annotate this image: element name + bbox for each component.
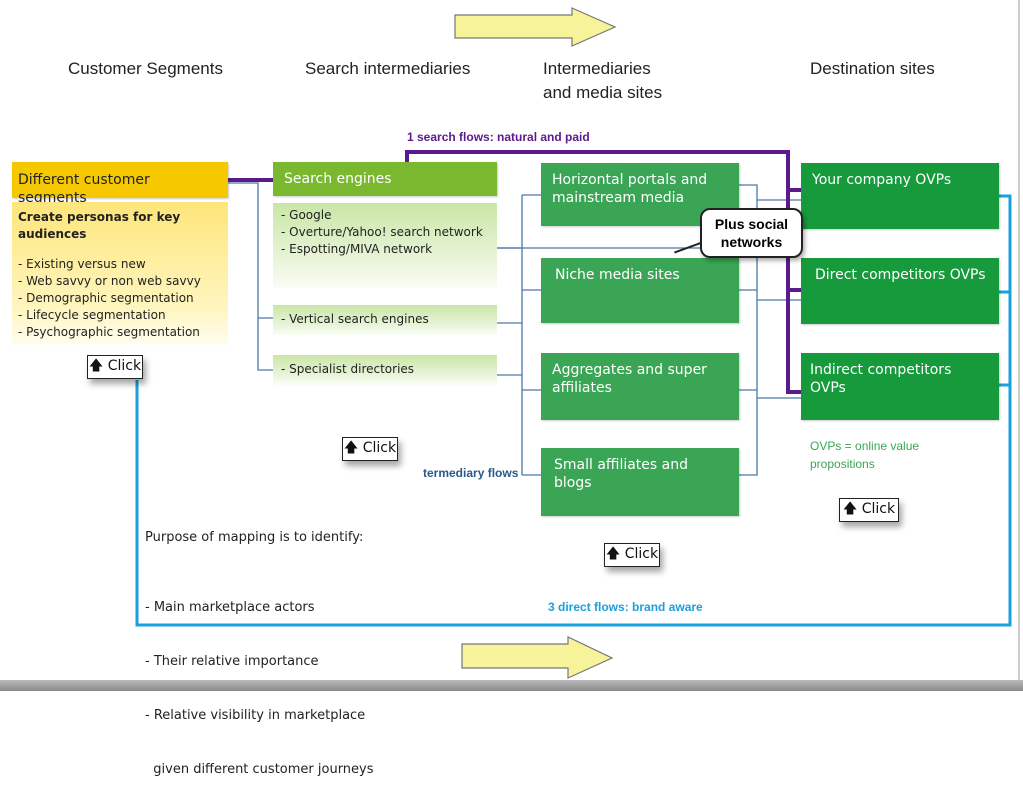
frame-right-border [1018, 0, 1020, 691]
heading-search-intermediaries: Search intermediaries [305, 59, 471, 78]
list-item: - Psychographic segmentation [18, 325, 200, 339]
personas-title: Create personas for key audiences [18, 210, 181, 241]
list-item: - Lifecycle segmentation [18, 308, 166, 322]
specialist-directories: - Specialist directories [273, 355, 497, 385]
click-button-search[interactable]: 🡅 Click [342, 437, 398, 461]
purpose-title: Purpose of mapping is to identify: [145, 530, 364, 545]
dest-direct-competitors: Direct competitors OVPs [801, 258, 999, 324]
list-item: given different customer journeys [145, 762, 374, 777]
direct-flow-lines [135, 194, 1012, 627]
frame-bottom-shadow [0, 680, 1023, 691]
bottom-arrow [461, 636, 614, 679]
click-label: Click [107, 358, 142, 374]
list-item: - Overture/Yahoo! search network [281, 225, 483, 239]
search-engines-list: - Google - Overture/Yahoo! search networ… [273, 203, 497, 288]
arrow-up-icon: 🡅 [88, 358, 104, 374]
media-niche-sites: Niche media sites [541, 258, 739, 323]
list-item: - Web savvy or non web savvy [18, 274, 201, 288]
click-button-destinations[interactable]: 🡅 Click [839, 498, 899, 522]
click-label: Click [362, 440, 397, 456]
list-item: - Their relative importance [145, 654, 319, 669]
media-small-affiliates: Small affiliates and blogs [541, 448, 739, 516]
segments-header: Different customer segments [12, 162, 228, 206]
vertical-search-engines: - Vertical search engines [273, 305, 497, 335]
search-flows-label: 1 search flows: natural and paid [407, 130, 590, 144]
list-item: - Relative visibility in marketplace [145, 708, 366, 723]
ovp-note: OVPs = online value propositions [810, 439, 920, 471]
list-item: - Demographic segmentation [18, 291, 194, 305]
search-flow-lines [228, 150, 801, 394]
media-aggregates: Aggregates and super affiliates [541, 353, 739, 420]
click-button-media[interactable]: 🡅 Click [604, 543, 660, 567]
click-button-segments[interactable]: 🡅 Click [87, 355, 143, 379]
dest-your-company: Your company OVPs [801, 163, 999, 229]
heading-intermediaries: Intermediaries and media sites [543, 57, 662, 105]
intermediary-flows-label: termediary flows [423, 466, 519, 480]
heading-destination-sites: Destination sites [810, 59, 935, 78]
segments-personas-panel: Create personas for key audiences - Exis… [12, 202, 228, 345]
list-item: - Espotting/MIVA network [281, 242, 433, 256]
direct-flows-label: 3 direct flows: brand aware [548, 600, 703, 614]
heading-line: and media sites [543, 83, 663, 102]
social-networks-callout: Plus social networks [700, 208, 803, 258]
arrow-up-icon: 🡅 [842, 501, 858, 517]
arrow-up-icon: 🡅 [343, 440, 359, 456]
arrow-up-icon: 🡅 [605, 546, 621, 562]
intermediary-flow-lines [228, 182, 801, 476]
dest-indirect-competitors: Indirect competitors OVPs [801, 353, 999, 420]
list-item: - Existing versus new [18, 257, 146, 271]
click-label: Click [624, 546, 659, 562]
connector-lines [135, 7, 1012, 679]
click-label: Click [861, 501, 896, 517]
heading-line: Intermediaries [543, 59, 651, 78]
top-arrow [454, 7, 617, 47]
list-item: - Main marketplace actors [145, 600, 315, 615]
search-engines-header: Search engines [273, 162, 497, 196]
list-item: - Google [281, 208, 332, 222]
purpose-text: Purpose of mapping is to identify: - Mai… [145, 493, 374, 797]
heading-customer-segments: Customer Segments [68, 59, 223, 78]
segment-list: - Existing versus new - Web savvy or non… [18, 256, 222, 341]
